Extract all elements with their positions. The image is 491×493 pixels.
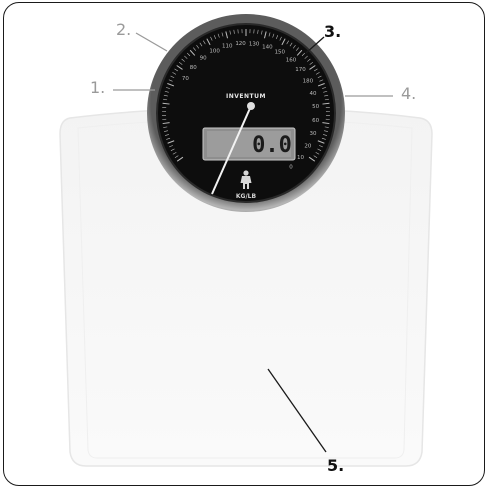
dial-scale-number: 30 — [310, 131, 317, 137]
unit-label: KG/LB — [236, 193, 257, 200]
dial-scale-number: 140 — [262, 44, 273, 50]
callout-3: 3. — [324, 24, 341, 40]
dial-scale-number: 150 — [275, 50, 286, 56]
brand-text: INVENTUM — [226, 93, 266, 100]
dial-scale-number: 20 — [304, 144, 311, 150]
dial-scale-number: 60 — [312, 118, 319, 124]
dial-scale-number: 110 — [222, 44, 233, 50]
dial-scale-number: 180 — [303, 78, 314, 84]
dial-scale-number: 120 — [235, 41, 246, 47]
dial-scale-number: 0 — [289, 165, 293, 171]
needle-hub — [247, 102, 255, 110]
callout-1: 1. — [90, 80, 105, 96]
dial-scale-number: 100 — [209, 48, 220, 54]
dial-scale-number: 90 — [200, 56, 207, 62]
dial-scale-number: 170 — [295, 67, 306, 73]
dial-scale-number: 40 — [310, 91, 317, 97]
dial-scale-number: 160 — [286, 57, 297, 63]
callout-4: 4. — [401, 86, 416, 102]
dial-scale-number: 70 — [182, 76, 189, 82]
callout-5: 5. — [327, 458, 344, 474]
dial-scale-number: 130 — [249, 41, 260, 47]
dial-scale-number: 80 — [190, 65, 197, 71]
dial-scale-number: 10 — [297, 155, 304, 161]
callout-2: 2. — [116, 22, 131, 38]
dial-scale-number: 50 — [312, 104, 319, 110]
lcd-reading: 0.0 — [252, 133, 292, 158]
callout-line-2 — [136, 33, 167, 51]
